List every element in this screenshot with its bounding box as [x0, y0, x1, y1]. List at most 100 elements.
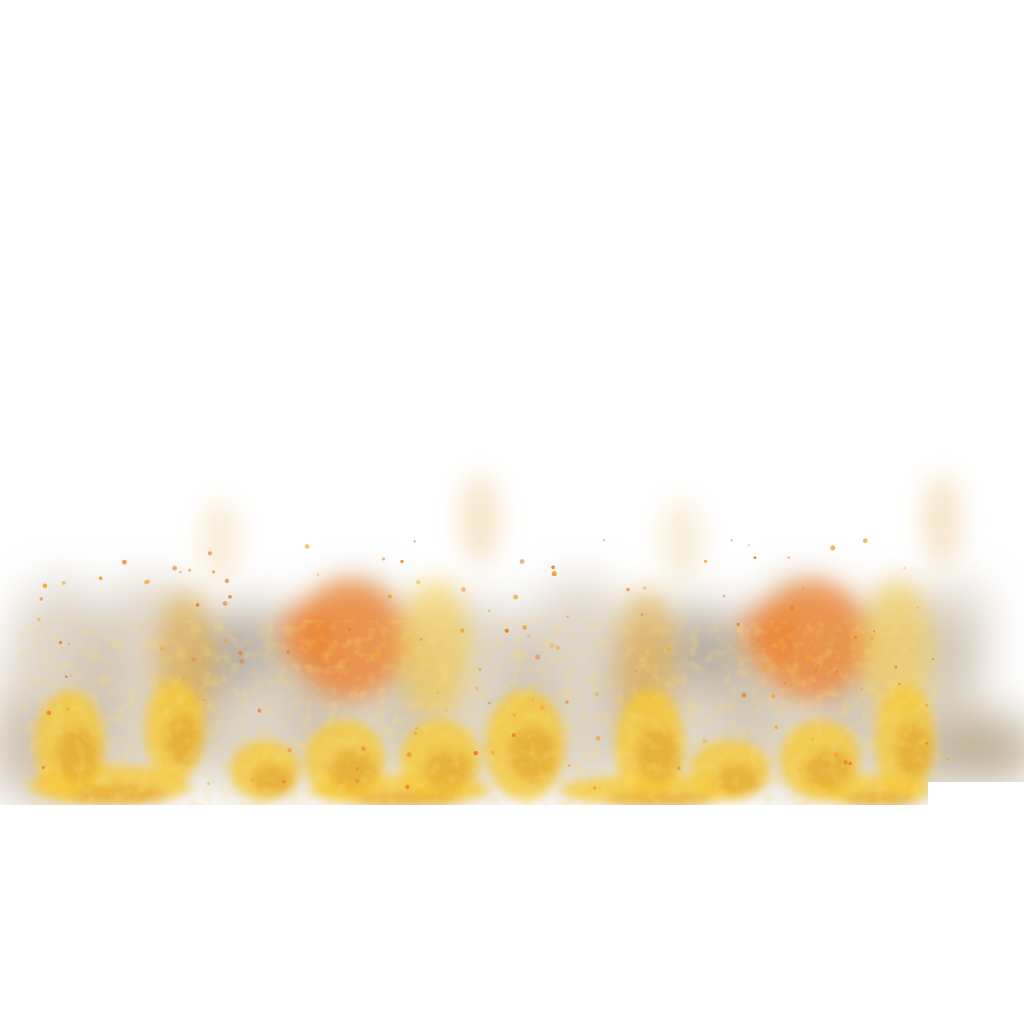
ember-spark — [832, 780, 835, 784]
ember-spark — [512, 713, 517, 717]
ember-spark — [304, 544, 310, 549]
ember-spark — [39, 597, 43, 601]
ember-spark — [916, 606, 919, 609]
ember-spark — [741, 692, 747, 698]
ember-spark — [835, 669, 840, 674]
smoke-wisp — [200, 500, 240, 580]
ember-spark — [774, 725, 779, 729]
ember-spark — [257, 708, 262, 713]
ember-spark — [224, 578, 230, 584]
ember-spark — [527, 634, 530, 638]
ember-spark — [387, 594, 392, 599]
ember-spark — [643, 586, 647, 590]
ember-spark — [898, 683, 901, 686]
ember-spark — [419, 638, 423, 641]
ember-spark — [531, 698, 535, 702]
ember-spark — [626, 587, 630, 592]
ember-spark — [757, 639, 761, 642]
ember-spark — [146, 579, 150, 584]
ember-spark — [677, 766, 681, 770]
ember-spark — [437, 691, 440, 694]
ember-spark — [355, 767, 360, 771]
ember-spark — [215, 669, 218, 672]
ember-spark — [817, 664, 820, 667]
ember-spark — [488, 609, 491, 612]
ember-spark — [122, 559, 127, 565]
ember-spark — [413, 731, 417, 735]
ember-spark — [68, 643, 70, 645]
ember-spark — [644, 709, 646, 712]
ember-spark — [65, 675, 68, 678]
smoke-wisp — [460, 475, 500, 565]
ember-spark — [46, 710, 52, 716]
ember-spark — [539, 705, 545, 710]
ember-spark — [870, 636, 874, 640]
ember-spark — [355, 779, 360, 784]
ember-spark — [771, 694, 776, 699]
ember-spark — [925, 742, 929, 745]
ember-spark — [445, 709, 448, 711]
ember-spark — [566, 615, 569, 618]
ember-spark — [766, 661, 770, 665]
ember-spark — [282, 780, 286, 784]
ember-spark — [504, 628, 509, 633]
ember-spark — [635, 670, 638, 672]
ember-spark — [347, 627, 352, 632]
ember-spark — [873, 630, 875, 633]
ember-spark — [603, 539, 606, 542]
ember-spark — [783, 681, 786, 684]
ember-spark — [823, 628, 828, 633]
ember-spark — [159, 646, 165, 651]
ember-spark — [747, 544, 750, 547]
ember-spark — [41, 765, 45, 770]
ember-spark — [207, 551, 213, 556]
ember-spark — [666, 647, 671, 652]
ember-spark — [946, 757, 949, 761]
ember-spark — [387, 658, 392, 663]
ember-spark — [179, 571, 182, 574]
ember-spark — [490, 750, 495, 755]
ember-spark — [640, 613, 644, 616]
ember-spark — [730, 539, 733, 542]
ember-spark — [405, 784, 410, 790]
ember-spark — [753, 556, 757, 559]
ember-spark — [238, 650, 243, 656]
ember-spark — [522, 625, 528, 630]
ember-spark — [519, 559, 525, 564]
ember-spark — [228, 594, 232, 599]
ember-spark — [361, 674, 364, 677]
ember-spark — [70, 674, 73, 677]
ember-spark — [37, 617, 41, 622]
ember-spark — [58, 640, 63, 645]
ember-spark — [833, 752, 839, 758]
ember-spark — [549, 643, 555, 649]
ember-spark — [702, 738, 708, 744]
ember-spark — [894, 665, 898, 669]
ember-spark — [316, 573, 319, 576]
ember-spark — [723, 595, 726, 598]
ember-spark — [488, 701, 491, 705]
ember-spark — [790, 606, 795, 611]
ember-spark — [406, 752, 412, 758]
ember-spark — [188, 568, 192, 572]
ember-spark — [567, 764, 571, 767]
ember-spark — [400, 559, 404, 564]
ember-spark — [814, 668, 818, 672]
ember-spark — [806, 654, 811, 659]
bottom-blank — [0, 805, 1024, 1024]
ember-spark — [736, 622, 740, 626]
ember-spark — [704, 559, 707, 563]
ember-spark — [798, 767, 802, 771]
ember-spark — [172, 565, 178, 571]
ember-spark — [203, 699, 206, 702]
ember-spark — [595, 692, 600, 697]
ember-spark — [382, 557, 386, 561]
ember-spark — [211, 570, 215, 574]
ember-spark — [863, 538, 868, 543]
ember-spark — [787, 664, 791, 667]
ember-spark — [931, 657, 935, 661]
ember-spark — [250, 778, 254, 782]
ember-spark — [478, 667, 482, 672]
right-strip-blank — [928, 782, 1024, 812]
ember-spark — [762, 667, 768, 672]
